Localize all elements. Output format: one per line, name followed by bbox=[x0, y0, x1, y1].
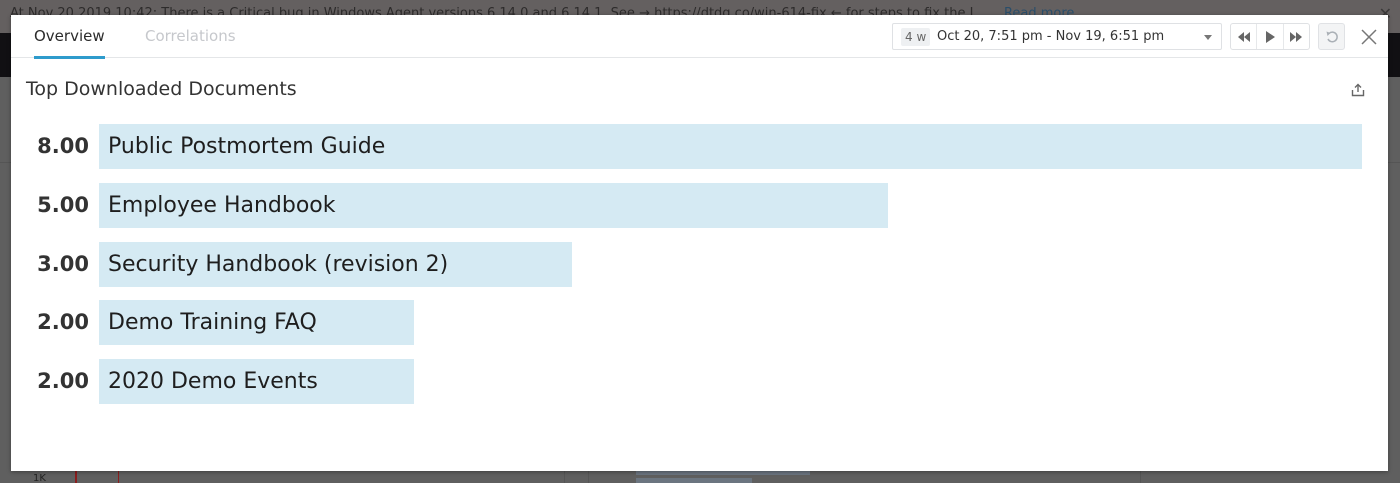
toplist-label: Security Handbook (revision 2) bbox=[108, 252, 449, 277]
close-button[interactable] bbox=[1357, 25, 1381, 49]
toplist-bar bbox=[99, 124, 1362, 169]
active-tab-indicator bbox=[34, 56, 105, 59]
rewind-icon bbox=[1237, 31, 1250, 42]
modal-header: Overview Correlations 4 w Oct 20, 7:51 p… bbox=[11, 15, 1388, 59]
time-span-badge: 4 w bbox=[901, 28, 931, 46]
background-chart-bar bbox=[636, 478, 752, 483]
close-icon bbox=[1361, 29, 1377, 45]
reset-button[interactable] bbox=[1318, 23, 1345, 50]
toplist-bar bbox=[99, 242, 572, 287]
fast-forward-button[interactable] bbox=[1284, 24, 1309, 49]
toplist-label: Demo Training FAQ bbox=[108, 310, 317, 335]
export-button[interactable] bbox=[1349, 81, 1367, 99]
toplist-value: 5.00 bbox=[37, 193, 89, 217]
toplist-bar bbox=[99, 359, 414, 404]
play-button[interactable] bbox=[1257, 24, 1284, 49]
widget-title: Top Downloaded Documents bbox=[26, 78, 297, 100]
tab-correlations[interactable]: Correlations bbox=[145, 15, 236, 58]
tab-correlations-label: Correlations bbox=[145, 27, 236, 45]
time-navigation-group bbox=[1230, 23, 1310, 50]
time-range-text: Oct 20, 7:51 pm - Nov 19, 6:51 pm bbox=[937, 29, 1165, 44]
toplist-value: 2.00 bbox=[37, 310, 89, 334]
fast-forward-icon bbox=[1290, 31, 1303, 42]
time-range-picker[interactable]: 4 w Oct 20, 7:51 pm - Nov 19, 6:51 pm bbox=[892, 23, 1222, 50]
toplist-label: Public Postmortem Guide bbox=[108, 134, 386, 159]
toplist-row[interactable]: 3.00 Security Handbook (revision 2) bbox=[11, 242, 1388, 287]
background-chart-marker bbox=[75, 465, 77, 483]
toplist-row[interactable]: 8.00 Public Postmortem Guide bbox=[11, 124, 1388, 169]
play-icon bbox=[1265, 30, 1275, 43]
toplist-row[interactable]: 2.00 2020 Demo Events bbox=[11, 359, 1388, 404]
background-chart-marker bbox=[118, 465, 119, 483]
toplist-row[interactable]: 5.00 Employee Handbook bbox=[11, 183, 1388, 228]
toplist-row[interactable]: 2.00 Demo Training FAQ bbox=[11, 300, 1388, 345]
background-chart-bar bbox=[636, 471, 810, 475]
toplist-bar bbox=[99, 300, 414, 345]
widget-expanded-modal: Overview Correlations 4 w Oct 20, 7:51 p… bbox=[11, 15, 1388, 471]
toplist-label: Employee Handbook bbox=[108, 193, 336, 218]
toplist-value: 2.00 bbox=[37, 369, 89, 393]
chevron-down-icon bbox=[1204, 35, 1212, 40]
tab-overview-label: Overview bbox=[34, 27, 105, 45]
toplist-value: 3.00 bbox=[37, 252, 89, 276]
toplist-bar bbox=[99, 183, 888, 228]
reset-icon bbox=[1326, 30, 1338, 42]
rewind-button[interactable] bbox=[1231, 24, 1258, 49]
toplist-label: 2020 Demo Events bbox=[108, 369, 318, 394]
toplist-value: 8.00 bbox=[37, 134, 89, 158]
tab-overview[interactable]: Overview bbox=[34, 15, 105, 59]
export-icon bbox=[1351, 83, 1365, 97]
background-y-tick: 1K bbox=[33, 473, 46, 483]
